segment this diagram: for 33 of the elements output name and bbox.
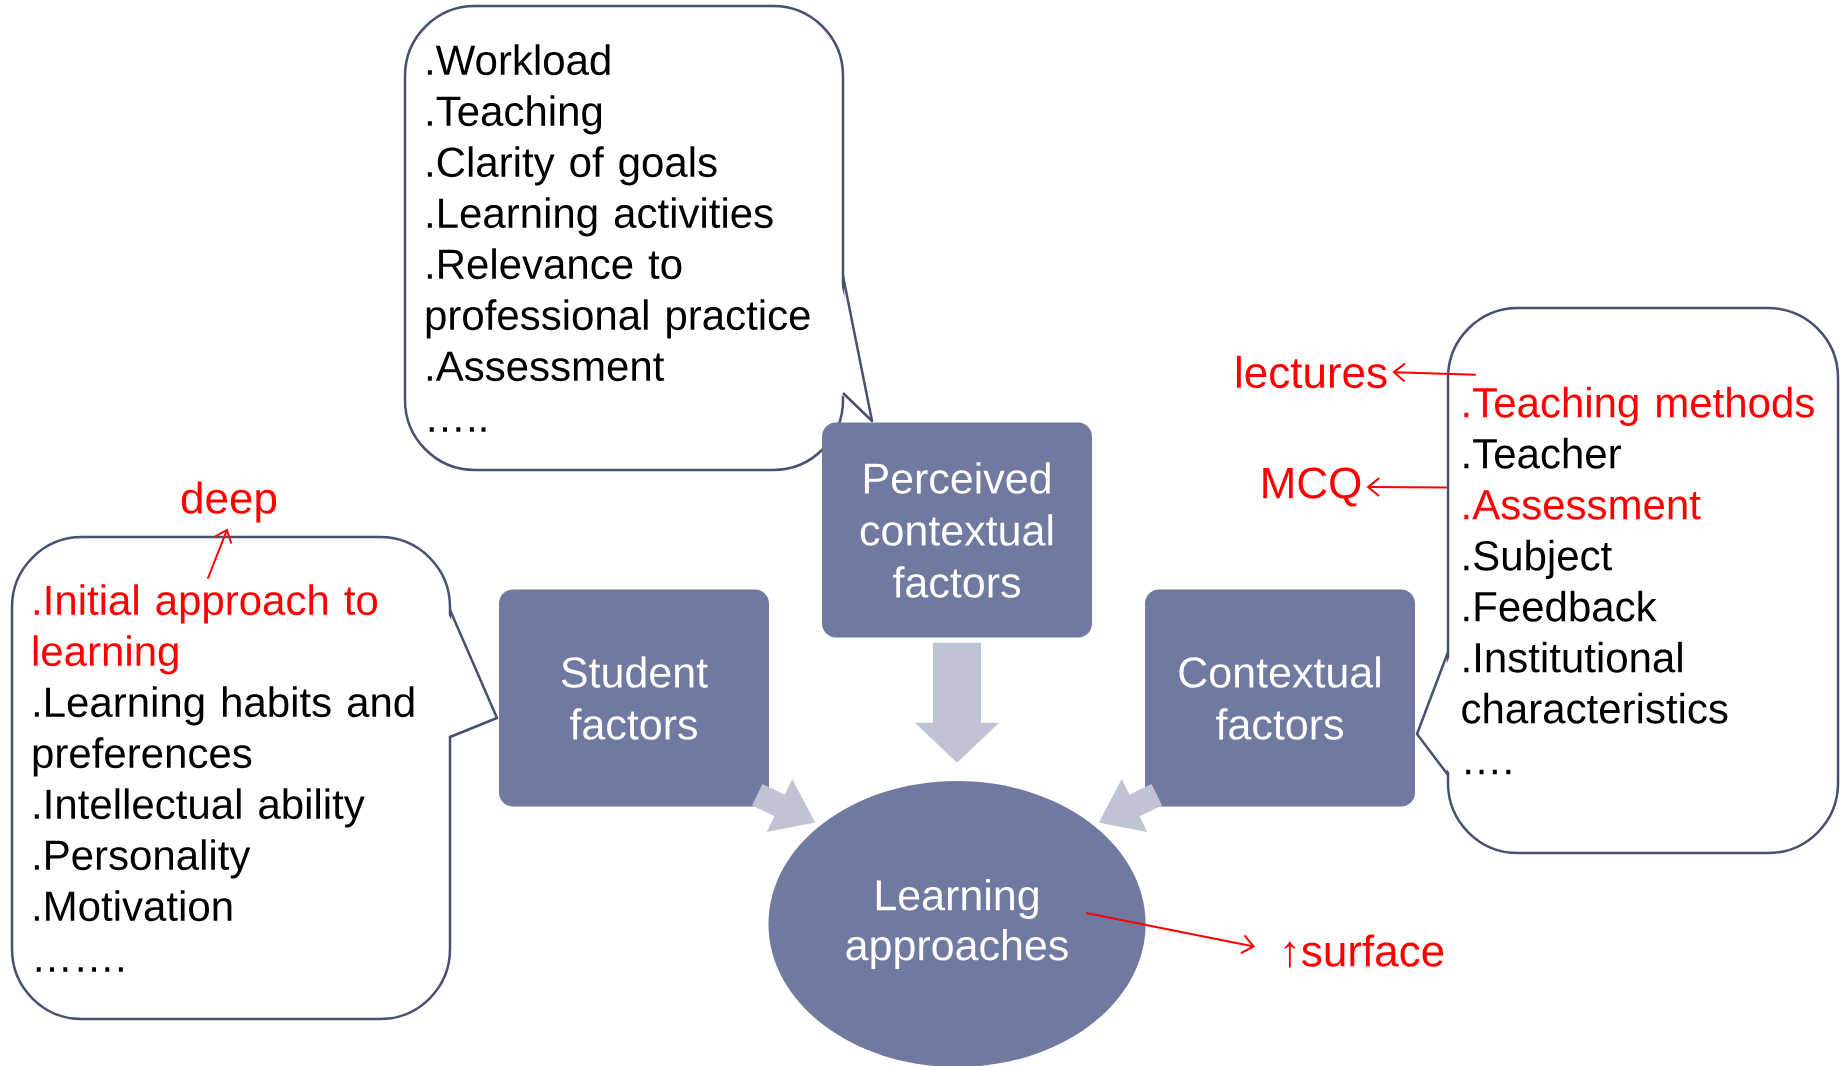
list-item: .Learning activities: [427, 197, 773, 237]
arrow: [1085, 912, 1256, 955]
callout-bubble: [1415, 306, 1840, 855]
list-item: .Workload: [427, 44, 610, 76]
list-item: …….: [36, 967, 123, 972]
list-item: .Feedback: [1464, 590, 1657, 622]
factor-box: Student factors: [499, 589, 769, 807]
list-item: .Teacher: [1464, 437, 1621, 469]
list-item: .Clarity of goals: [427, 146, 717, 186]
list-item: .Assessment: [427, 351, 665, 382]
list-item: .Subject: [1464, 539, 1612, 579]
list-item: .Learning habits and preferences: [33, 686, 414, 777]
annotation-text: deep: [181, 481, 277, 523]
annotation-text: ↑surface: [1284, 934, 1444, 968]
list-item: .Personality: [34, 839, 251, 879]
arrow: [1366, 477, 1448, 498]
list-item: .Teaching methods: [1464, 386, 1814, 426]
list-item: …..: [429, 427, 486, 432]
list-item: .Institutional characteristics: [1462, 641, 1728, 724]
callout-bubble: [10, 535, 499, 1021]
list-item: .Motivation: [34, 890, 232, 922]
annotation-text: MCQ: [1263, 467, 1361, 507]
annotation-text: lectures: [1236, 355, 1387, 389]
list-item: .Teaching: [427, 95, 602, 135]
arrow: [1392, 362, 1477, 383]
factor-box: Perceived contextual factors: [822, 422, 1092, 638]
list-item: .Initial approach to learning: [33, 584, 378, 675]
list-item: .Assessment: [1464, 490, 1701, 520]
list-item: .Relevance to professional practice: [426, 248, 810, 339]
arrow: [206, 528, 233, 580]
list-item: ….: [1466, 769, 1511, 775]
list-item: .Intellectual ability: [34, 788, 365, 828]
factor-box: Contextual factors: [1145, 589, 1415, 807]
